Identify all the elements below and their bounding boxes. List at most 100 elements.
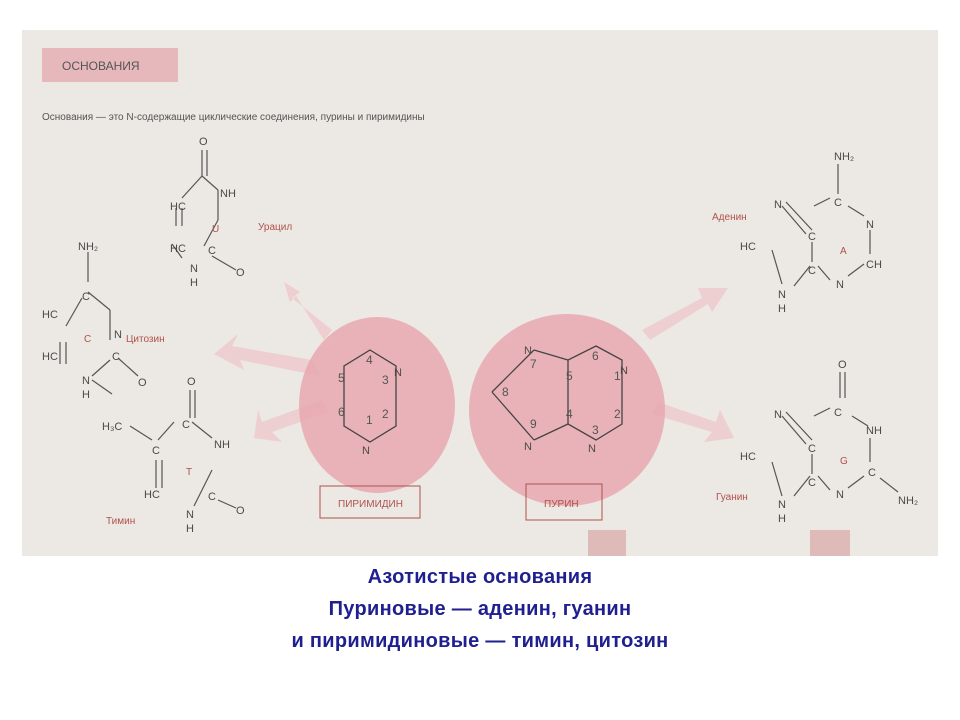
pyr-num-2: 2 xyxy=(382,407,389,421)
uracil-hc-2: HC xyxy=(170,243,186,255)
pur-num-5: 5 xyxy=(566,369,573,383)
adenine-n9: N xyxy=(778,289,786,301)
intro-text: Основания — это N-содержащие циклические… xyxy=(42,112,425,123)
pyr-num-6: 6 xyxy=(338,405,345,419)
pur-num-7: 7 xyxy=(530,357,537,371)
guanine-c5: C xyxy=(808,443,816,455)
cytosine-hc-2: HC xyxy=(42,351,58,363)
thymine-letter: T xyxy=(186,467,192,478)
guanine-n3: N xyxy=(836,489,844,501)
cytosine-h: H xyxy=(82,389,90,401)
pur-num-6: 6 xyxy=(592,349,599,363)
nucleobase-diagram: ОСНОВАНИЯ Основания — это N-содержащие ц… xyxy=(42,48,918,556)
thymine-hc: HC xyxy=(144,489,160,501)
caption-line-2: Пуриновые — аденин, гуанин xyxy=(328,598,632,620)
pur-num-9: 9 xyxy=(530,417,537,431)
pyrimidine-box-label: ПИРИМИДИН xyxy=(338,499,403,510)
thymine-n: N xyxy=(186,509,194,521)
purine-n9: N xyxy=(524,441,532,453)
purine-box xyxy=(525,483,603,521)
thymine-h: H xyxy=(186,523,194,535)
pyrimidine-box xyxy=(319,485,421,519)
uracil-o-right: O xyxy=(236,267,245,279)
guanine-h: H xyxy=(778,513,786,525)
arrow-right xyxy=(652,402,734,442)
cytosine-n: N xyxy=(82,375,90,387)
purine-n3: N xyxy=(588,443,596,455)
thymine-o-top: O xyxy=(187,376,196,388)
cytosine-c-top: C xyxy=(82,291,90,303)
purine-n1: N xyxy=(620,365,628,377)
uracil-hc-1: HC xyxy=(170,201,186,213)
uracil-structure xyxy=(171,150,237,271)
uracil-h: H xyxy=(190,277,198,289)
cytosine-letter: C xyxy=(84,334,91,345)
adenine-hc8: HC xyxy=(740,241,756,253)
guanine-o: O xyxy=(838,359,847,371)
guanine-c2: C xyxy=(868,467,876,479)
guanine-c6: C xyxy=(834,407,842,419)
adenine-n1: N xyxy=(866,219,874,231)
guanine-structure xyxy=(771,372,899,497)
pur-num-4: 4 xyxy=(566,407,573,421)
adenine-c6: C xyxy=(834,197,842,209)
guanine-nh: NH xyxy=(866,425,882,437)
cytosine-c: C xyxy=(112,351,120,363)
adenine-nh2: NH₂ xyxy=(834,151,854,163)
uracil-n: N xyxy=(190,263,198,275)
corner-tab-1 xyxy=(588,530,626,556)
thymine-c-left: C xyxy=(152,445,160,457)
adenine-n3: N xyxy=(836,279,844,291)
caption-line-3: и пиримидиновые — тимин, цитозин xyxy=(291,630,669,652)
pur-num-8: 8 xyxy=(502,385,509,399)
corner-tab-2 xyxy=(810,530,850,556)
adenine-h: H xyxy=(778,303,786,315)
pyrimidine-n1: N xyxy=(362,445,370,457)
pur-num-1: 1 xyxy=(614,369,621,383)
pyr-num-5: 5 xyxy=(338,371,345,385)
pyr-num-3: 3 xyxy=(382,373,389,387)
uracil-nh: NH xyxy=(220,188,236,200)
pyrimidine-ring xyxy=(343,349,397,443)
guanine-letter: G xyxy=(840,456,848,467)
uracil-o-top: O xyxy=(199,136,208,148)
cytosine-hc-1: HC xyxy=(42,309,58,321)
guanine-hc8: HC xyxy=(740,451,756,463)
pyrimidine-n3: N xyxy=(394,367,402,379)
adenine-ch2: CH xyxy=(866,259,882,271)
purine-blob xyxy=(469,314,665,506)
thymine-label: Тимин xyxy=(106,516,135,527)
arrow-upleft xyxy=(284,282,332,340)
uracil-label: Урацил xyxy=(258,222,292,233)
adenine-c4: C xyxy=(808,265,816,277)
thymine-nh: NH xyxy=(214,439,230,451)
guanine-c4: C xyxy=(808,477,816,489)
pyr-num-1: 1 xyxy=(366,413,373,427)
guanine-n9: N xyxy=(778,499,786,511)
thymine-o-right: O xyxy=(236,505,245,517)
purine-box-label: ПУРИН xyxy=(544,499,579,510)
pur-num-2: 2 xyxy=(614,407,621,421)
uracil-c: C xyxy=(208,245,216,257)
arrow-left-1 xyxy=(214,334,320,376)
cytosine-n-right: N xyxy=(114,329,122,341)
header-box xyxy=(42,48,178,82)
guanine-n7: N xyxy=(774,409,782,421)
adenine-label: Аденин xyxy=(712,212,747,223)
adenine-n7: N xyxy=(774,199,782,211)
diagram-scan: ОСНОВАНИЯ Основания — это N-содержащие ц… xyxy=(22,30,938,556)
adenine-structure xyxy=(771,164,871,287)
uracil-letter: U xyxy=(212,224,219,235)
adenine-letter: A xyxy=(840,246,847,257)
adenine-c5: C xyxy=(808,231,816,243)
arrow-upright xyxy=(642,288,728,340)
pur-num-3: 3 xyxy=(592,423,599,437)
thymine-structure xyxy=(129,390,237,509)
guanine-nh2: NH₂ xyxy=(898,495,918,507)
cytosine-o: O xyxy=(138,377,147,389)
thymine-c-top: C xyxy=(182,419,190,431)
thymine-h3c: H₃C xyxy=(102,421,122,433)
pyrimidine-blob xyxy=(299,317,455,493)
pyr-num-4: 4 xyxy=(366,353,373,367)
purine-n7: N xyxy=(524,345,532,357)
